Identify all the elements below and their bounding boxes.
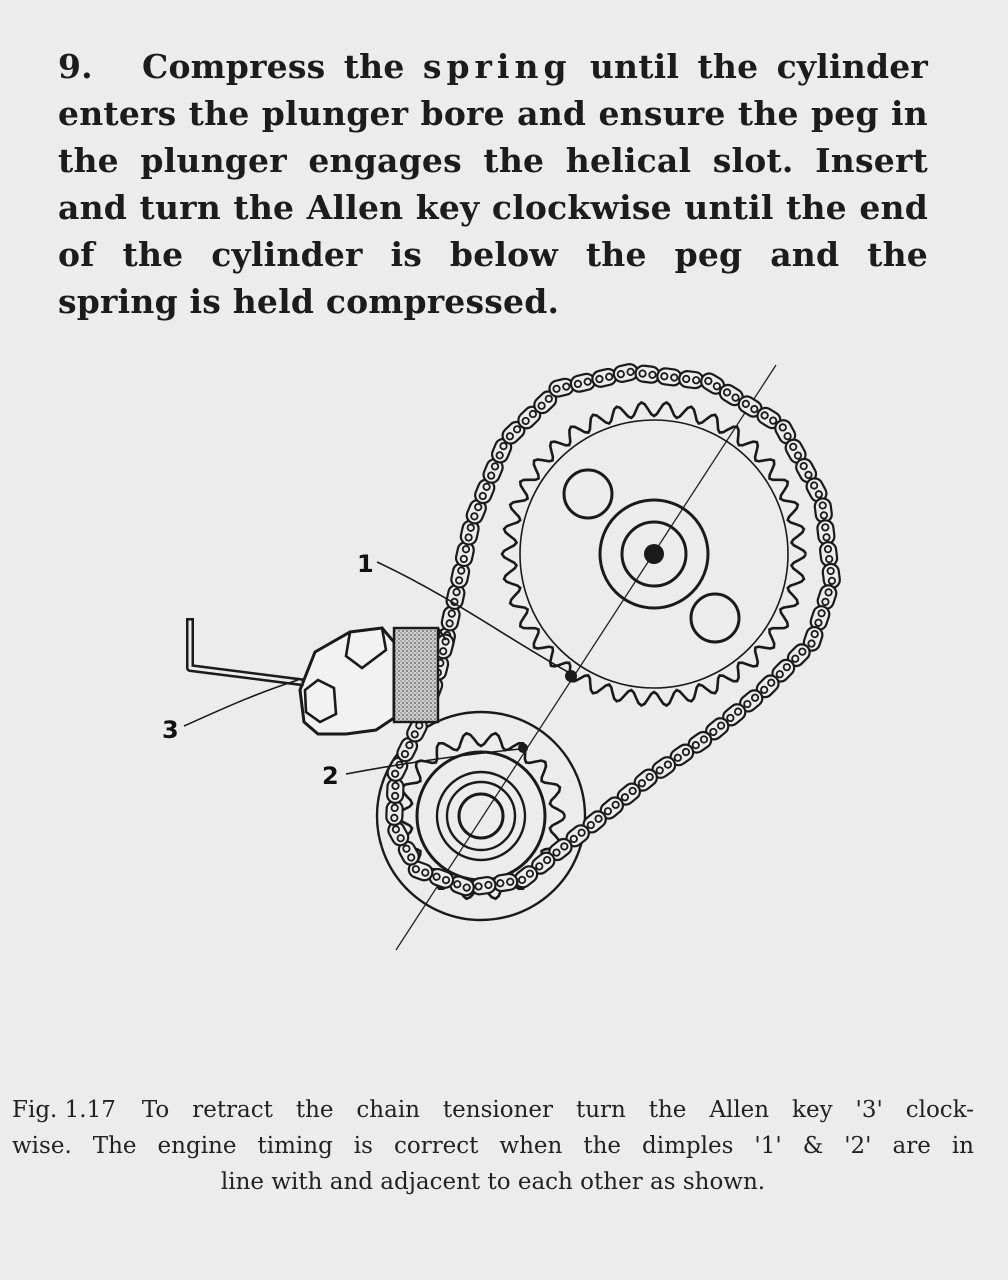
chain-link bbox=[407, 860, 434, 882]
instruction-step: 9. Compress the spring until the cylinder… bbox=[58, 43, 928, 325]
caption-line-1-text: To retract the chain tensioner turn the … bbox=[141, 1097, 974, 1123]
step-text-emphasis: spring bbox=[422, 47, 572, 86]
step-number: 9. bbox=[58, 47, 93, 86]
chain-link bbox=[474, 478, 496, 505]
leader-line-2 bbox=[345, 748, 521, 775]
leader-line-3 bbox=[183, 679, 299, 727]
chain-link bbox=[385, 799, 404, 826]
callout-allen-key-3: 3 bbox=[162, 716, 179, 744]
chain-link bbox=[397, 840, 420, 866]
camshaft-sprocket-teeth bbox=[500, 400, 808, 708]
allen-key-highlight bbox=[188, 620, 302, 684]
chain-link bbox=[386, 777, 405, 804]
chain-link bbox=[718, 383, 744, 407]
chain-link bbox=[482, 458, 504, 484]
timing-chain-figure: 1 2 3 bbox=[150, 350, 870, 970]
chain-link bbox=[678, 370, 705, 390]
chain-link bbox=[428, 867, 455, 889]
allen-key bbox=[186, 618, 305, 687]
camshaft-sprocket bbox=[500, 400, 808, 708]
chain-link bbox=[470, 876, 497, 896]
tensioner-slipper-edge bbox=[437, 627, 447, 641]
chain-link bbox=[819, 541, 839, 568]
caption-line-3: line with and adjacent to each other as … bbox=[220, 1169, 766, 1195]
timing-dimple-1 bbox=[565, 670, 577, 682]
chain-link bbox=[459, 519, 480, 546]
timing-chain-diagram bbox=[183, 363, 841, 951]
camshaft-sprocket-inner-rim bbox=[519, 419, 789, 689]
chain-link bbox=[599, 796, 624, 820]
chain-link bbox=[813, 497, 833, 524]
callout-dimple-1: 1 bbox=[357, 550, 374, 578]
callout-dimple-2: 2 bbox=[322, 762, 339, 790]
chain-link bbox=[633, 768, 658, 792]
camshaft-bolt bbox=[644, 544, 664, 564]
sprocket-lightening-hole-upper bbox=[562, 468, 614, 520]
crankshaft-outer-disc bbox=[375, 710, 587, 922]
chain-link bbox=[569, 372, 596, 393]
timing-dimple-2 bbox=[518, 743, 528, 753]
timing-chain bbox=[385, 363, 841, 897]
chain-link bbox=[656, 367, 683, 387]
chain-link bbox=[565, 824, 590, 848]
chain-link bbox=[440, 605, 461, 632]
chain-link bbox=[434, 633, 455, 660]
crankshaft-hub-ring-a bbox=[435, 770, 527, 862]
chain-link bbox=[387, 821, 410, 847]
timing-alignment-line bbox=[395, 364, 777, 951]
tensioner-slipper-pad bbox=[392, 626, 440, 724]
figure-label: Fig. 1.17 bbox=[12, 1097, 116, 1123]
chain-link bbox=[821, 562, 841, 589]
tensioner-cap-top bbox=[344, 626, 388, 670]
chain-link bbox=[756, 406, 782, 430]
chain-link bbox=[771, 658, 796, 683]
step-text-start: Compress the bbox=[142, 47, 423, 86]
step-text-rest: until the cylinder enters the plunger bo… bbox=[58, 47, 928, 321]
chain-link bbox=[809, 605, 831, 631]
allen-key-shape bbox=[186, 618, 305, 687]
chain-link bbox=[786, 643, 811, 668]
chain-link bbox=[669, 743, 695, 767]
camshaft-hub-ring bbox=[598, 498, 710, 610]
chain-tensioner bbox=[298, 626, 447, 736]
chain-link bbox=[490, 437, 513, 464]
camshaft-hub-inner bbox=[620, 520, 688, 588]
chain-link bbox=[816, 584, 838, 610]
crankshaft-bore bbox=[457, 792, 505, 840]
caption-line-1: Fig. 1.17 To retract the chain tensioner … bbox=[12, 1092, 974, 1128]
tensioner-cap-left bbox=[303, 678, 338, 724]
crankshaft-hub-ring-b bbox=[445, 780, 517, 852]
caption-line-2: wise. The engine timing is correct when … bbox=[12, 1133, 974, 1159]
sprocket-lightening-hole-lower bbox=[689, 592, 741, 644]
chain-link bbox=[805, 477, 828, 503]
chain-link bbox=[406, 717, 428, 743]
leader-line-1 bbox=[376, 561, 569, 673]
figure-caption: Fig. 1.17 To retract the chain tensioner … bbox=[12, 1092, 974, 1200]
